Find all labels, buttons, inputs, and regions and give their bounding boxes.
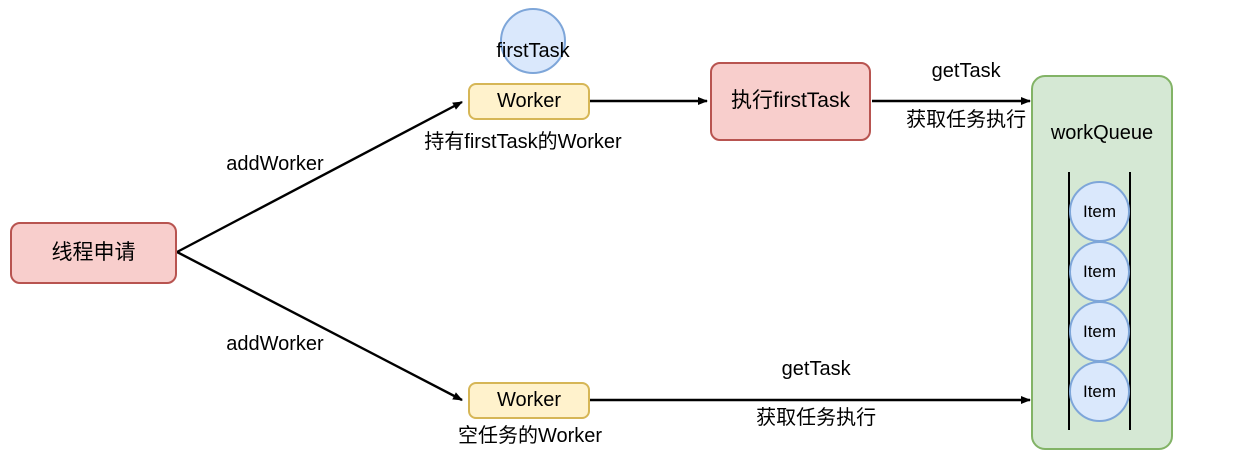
node-execute-first-task[interactable]: 执行firstTask <box>710 62 871 141</box>
get-task-top-line1: getTask <box>931 60 1001 83</box>
node-first-task-label: firstTask <box>478 38 588 64</box>
node-execute-first-task-label: 执行firstTask <box>730 89 850 113</box>
queue-item-label: Item <box>1082 321 1117 341</box>
first-task-text: firstTask <box>496 39 570 62</box>
queue-item[interactable]: Item <box>1069 301 1130 362</box>
queue-item-label: Item <box>1082 381 1117 401</box>
work-queue-title: workQueue <box>1050 122 1154 144</box>
edge-label-get-task-bottom: getTask 获取任务执行 <box>705 333 905 455</box>
node-worker-top-label: Worker <box>496 90 562 112</box>
queue-rail-left <box>1068 172 1070 430</box>
queue-item[interactable]: Item <box>1069 361 1130 422</box>
edge-add-worker-bottom <box>176 250 463 402</box>
edge-label-add-worker-bottom: addWorker <box>226 333 324 355</box>
queue-item-label: Item <box>1082 261 1117 281</box>
edge-label-worker-with-first-task: 持有firstTask的Worker <box>424 131 622 153</box>
node-thread-request-label: 线程申请 <box>51 240 136 264</box>
node-worker-with-first-task[interactable]: Worker <box>468 83 590 120</box>
get-task-top-line2: 获取任务执行 <box>906 109 1027 132</box>
edge-add-worker-top <box>176 100 463 254</box>
queue-item-label: Item <box>1082 201 1117 221</box>
get-task-bottom-line2: 获取任务执行 <box>756 407 877 430</box>
edge-label-worker-empty-caption: 空任务的Worker <box>457 425 603 447</box>
node-first-task-circle[interactable] <box>500 8 566 74</box>
edge-label-add-worker-top: addWorker <box>226 153 324 175</box>
get-task-bottom-line1: getTask <box>781 358 851 381</box>
queue-item[interactable]: Item <box>1069 181 1130 242</box>
node-worker-bottom-label: Worker <box>496 389 562 411</box>
queue-rail-right <box>1129 172 1131 430</box>
queue-item[interactable]: Item <box>1069 241 1130 302</box>
node-thread-request[interactable]: 线程申请 <box>10 222 177 284</box>
node-worker-empty[interactable]: Worker <box>468 382 590 419</box>
edge-label-get-task-top: getTask 获取任务执行 <box>855 35 1055 157</box>
